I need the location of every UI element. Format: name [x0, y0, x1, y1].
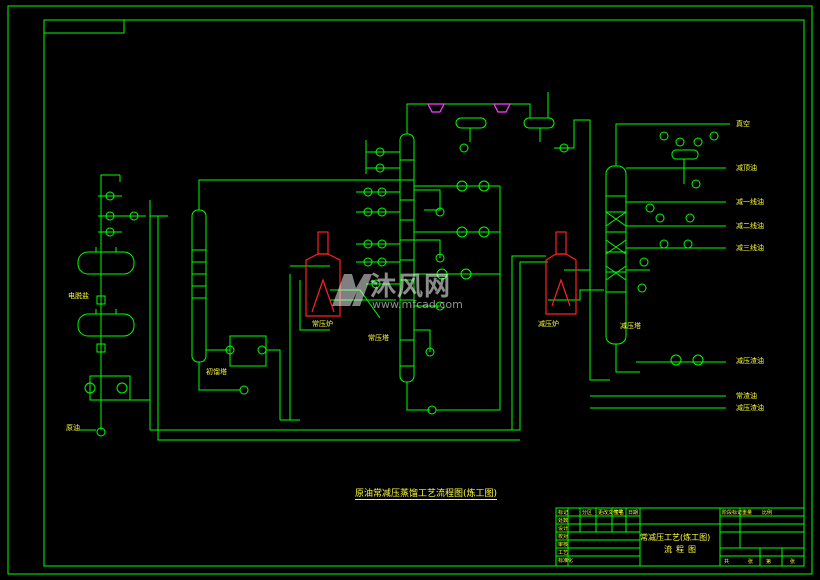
label-vac-side-2: 减二线油 — [736, 222, 764, 230]
tb-cell-standard: 标准化 — [558, 558, 574, 564]
label-vac-side-1: 减一线油 — [736, 198, 764, 206]
tb-cell-stage: 阶段标记 — [722, 510, 743, 516]
label-atm-tower: 常压塔 — [368, 334, 389, 342]
vac-furnace — [545, 231, 577, 315]
flash-tower — [191, 179, 400, 420]
outer-border — [7, 5, 813, 575]
label-residue: 常渣油 — [736, 392, 757, 400]
tb-cell-no: 第 — [766, 559, 772, 565]
title-block — [555, 507, 805, 567]
crude-feed-section — [77, 174, 521, 441]
overhead-coolers — [427, 103, 511, 113]
overhead-system — [455, 92, 610, 381]
watermark-url: www.mfcad.com — [372, 298, 463, 311]
drawing-title-caption: 原油常减压蒸馏工艺流程图(炼工图) — [355, 486, 498, 500]
vac-tower — [590, 123, 730, 409]
desalter-2 — [77, 313, 135, 337]
tb-cell-review: 审核 — [558, 542, 569, 548]
tb-cell-sign: 签名 — [614, 510, 625, 516]
label-top-reduced: 减顶油 — [736, 164, 757, 172]
tb-cell-sheet-2: 张 — [790, 559, 796, 565]
tb-cell-design: 设计 — [558, 526, 569, 532]
tb-cell-total: 共 — [724, 559, 730, 565]
vac-furnace-piping — [511, 255, 604, 430]
tb-cell-weight: 重量 — [742, 510, 753, 516]
tb-cell-change: 更改文件号 — [598, 510, 624, 516]
atm-tower — [356, 103, 501, 415]
label-vac-side-3: 减三线油 — [736, 244, 764, 252]
label-wash-oil: 减压渣油 — [736, 357, 764, 365]
watermark-logo — [332, 274, 372, 306]
tb-cell-sheet-1: 张 — [748, 559, 754, 565]
tb-cell-scale: 比例 — [762, 510, 773, 516]
tb-cell-process: 工艺 — [558, 550, 569, 556]
label-electric-desalter: 电脱盐 — [68, 292, 89, 300]
title-block-sub-title: 流程图 — [664, 545, 700, 554]
title-block-main-title: 常减压工艺(炼工图) — [640, 533, 711, 542]
tb-cell-zone: 分区 — [582, 510, 593, 516]
atm-furnace — [305, 231, 341, 317]
label-vacuum: 真空 — [736, 120, 750, 128]
tb-cell-check: 校对 — [558, 534, 569, 540]
inner-border — [43, 19, 805, 567]
desalter-1 — [77, 251, 135, 275]
corner-box — [43, 19, 125, 34]
label-vac-residue: 减压渣油 — [736, 404, 764, 412]
tb-cell-date: 日期 — [628, 510, 639, 516]
tb-cell-count: 处数 — [558, 518, 569, 524]
label-vac-tower: 减压塔 — [620, 322, 641, 330]
label-flash-tower: 初馏塔 — [206, 368, 227, 376]
label-crude-oil: 原油 — [66, 424, 80, 432]
tb-cell-mark: 标记 — [558, 510, 569, 516]
label-atm-furnace: 常压炉 — [312, 320, 333, 328]
watermark-text: 沐风网 — [370, 272, 452, 302]
label-vac-furnace: 减压炉 — [538, 320, 559, 328]
